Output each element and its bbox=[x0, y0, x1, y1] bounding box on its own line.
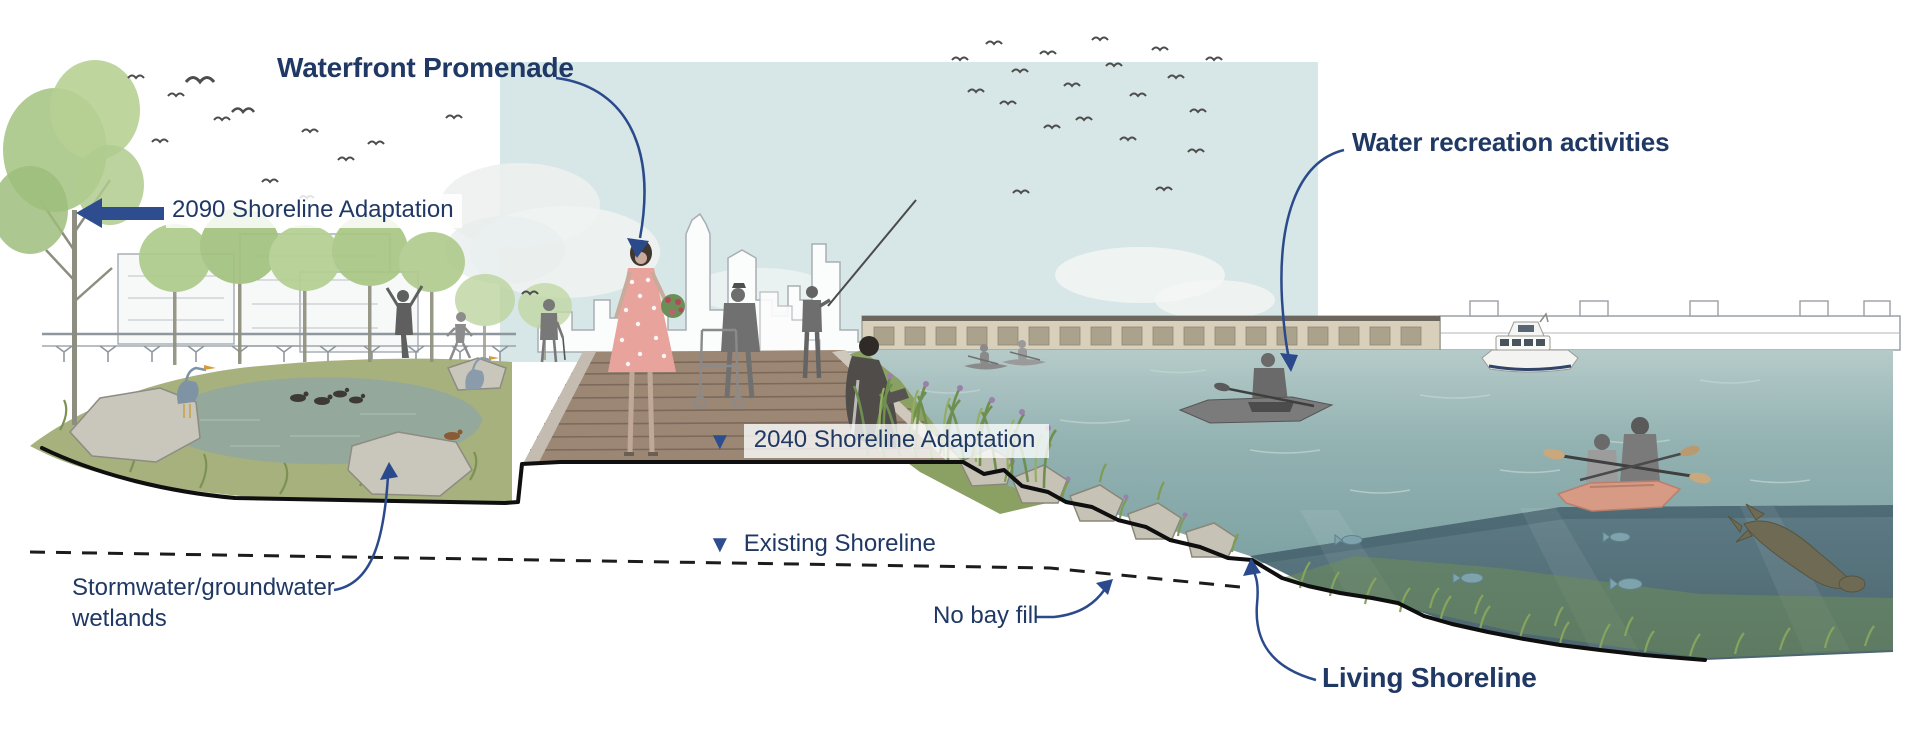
stormwater-wetlands-line1: Stormwater/groundwater bbox=[72, 574, 335, 601]
down-triangle-icon: ▼ bbox=[708, 428, 732, 455]
no-bay-fill-callout-line bbox=[1036, 588, 1107, 619]
fish-icon bbox=[1334, 531, 1643, 591]
motor-yacht bbox=[1481, 312, 1579, 373]
annotation-callouts bbox=[333, 76, 1345, 682]
underwater-habitat bbox=[1250, 503, 1893, 660]
woman-pink-dress bbox=[608, 240, 685, 456]
flower-bouquet bbox=[661, 294, 685, 318]
figure-with-raised-arms bbox=[385, 285, 424, 358]
elevated-walkway bbox=[42, 332, 516, 362]
running-child bbox=[446, 312, 473, 361]
shoreline-2090-arrow-icon bbox=[76, 198, 164, 228]
fishing-rod bbox=[827, 199, 917, 307]
walker-frame bbox=[693, 328, 745, 409]
tandem-kayak bbox=[1543, 417, 1711, 512]
man-with-walker bbox=[693, 283, 760, 409]
living-shoreline-label: Living Shoreline bbox=[1322, 662, 1537, 693]
shoreline-2040-label: ▼ 2040 Shoreline Adaptation bbox=[708, 424, 1050, 458]
shoreline-2040-text: 2040 Shoreline Adaptation bbox=[743, 424, 1050, 458]
annotation-arrowheads bbox=[380, 238, 1298, 595]
heron-icon bbox=[465, 356, 499, 390]
kayaker bbox=[1178, 353, 1334, 424]
wetlands-callout-line bbox=[333, 475, 390, 592]
waterfront-promenade-label: Waterfront Promenade bbox=[277, 52, 574, 83]
heron-icon bbox=[177, 365, 216, 418]
stormwater-wetlands-line2: wetlands bbox=[72, 605, 167, 632]
water-recreation-label: Water recreation activities bbox=[1352, 127, 1670, 157]
recreation-callout-line bbox=[1280, 148, 1345, 359]
existing-shoreline-label: ▼ Existing Shoreline bbox=[708, 530, 936, 558]
existing-shoreline-text: Existing Shoreline bbox=[743, 530, 936, 557]
wetland-rocks bbox=[68, 357, 507, 497]
sea-lion bbox=[1727, 503, 1866, 593]
birds-flock bbox=[127, 36, 1223, 296]
eelgrass-bed bbox=[1282, 556, 1893, 658]
living-shoreline-callout-line bbox=[1251, 569, 1317, 682]
stormwater-wetlands-label: Stormwater/groundwater wetlands bbox=[72, 572, 335, 634]
shoreline-2090-label: 2090 Shoreline Adaptation bbox=[166, 194, 462, 228]
ducks-icons bbox=[290, 387, 463, 440]
fisherman-figure bbox=[802, 199, 917, 379]
existing-shoreline-dashed-line bbox=[29, 550, 1251, 590]
down-triangle-icon: ▼ bbox=[708, 531, 732, 558]
promenade-callout-line bbox=[555, 76, 646, 239]
large-tree bbox=[0, 60, 144, 425]
ground-cut-outline bbox=[40, 446, 1707, 662]
no-bay-fill-label: No bay fill bbox=[933, 602, 1039, 629]
distant-kayakers bbox=[964, 340, 1046, 370]
man-with-cane bbox=[540, 299, 566, 363]
